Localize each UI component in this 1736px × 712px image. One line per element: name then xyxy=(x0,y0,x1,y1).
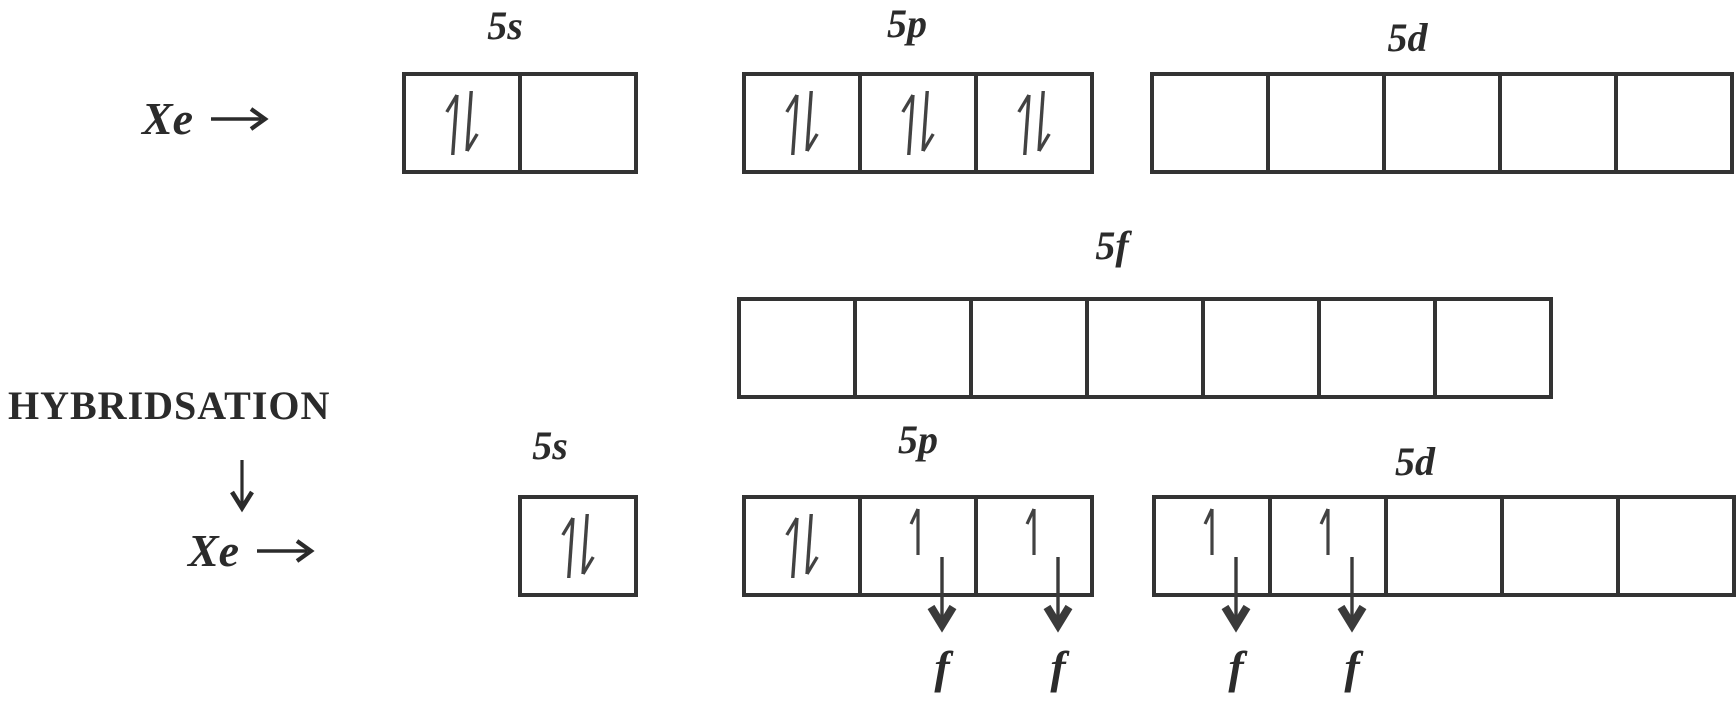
orbital-cell-empty xyxy=(1437,301,1549,395)
paired-electrons-icon xyxy=(785,91,819,155)
orbital-label-5p-top: 5p xyxy=(887,1,927,46)
orbital-cell-single-promote: f xyxy=(1272,499,1388,691)
single-electron-wrap xyxy=(907,505,929,562)
element-row-top: Xe xyxy=(142,96,273,142)
orbital-cell-single-promote: f xyxy=(1156,499,1272,691)
orbital-label-5s-top: 5s xyxy=(487,3,523,48)
orbital-cell-empty xyxy=(857,301,973,395)
right-arrow-icon xyxy=(257,539,315,563)
orbital-label-5s-bottom: 5s xyxy=(532,423,568,468)
orbital-cell-empty xyxy=(1388,499,1504,593)
element-row-bottom: Xe xyxy=(188,528,319,574)
orbital-label-5p-bottom: 5p xyxy=(898,417,938,462)
orbital-cell-empty xyxy=(1089,301,1205,395)
orbital-cell-empty xyxy=(1386,76,1502,170)
single-electron-icon xyxy=(1025,508,1036,555)
orbital-cell-empty xyxy=(522,76,634,170)
orbital-label-5f: 5f xyxy=(1095,223,1129,268)
paired-electrons-icon xyxy=(901,91,935,155)
single-electron-icon xyxy=(909,508,920,555)
paired-electrons-icon xyxy=(785,514,819,578)
promotion-target-label: f xyxy=(934,642,950,693)
promotion-target-label: f xyxy=(1228,642,1244,693)
single-electron-wrap xyxy=(1317,505,1339,562)
orbital-cell-paired xyxy=(746,76,862,170)
promotion-arrow-wrap xyxy=(1043,557,1073,650)
orbital-cell-empty xyxy=(1270,76,1386,170)
hybridisation-title: HYBRIDSATION xyxy=(8,383,331,428)
orbital-cell-single-promote: f xyxy=(862,499,978,691)
orbital-cell-empty xyxy=(1504,499,1620,593)
single-electron-icon xyxy=(1319,508,1330,555)
down-arrow-icon xyxy=(230,460,254,513)
orbital-cell-empty xyxy=(1205,301,1321,395)
orbital-cell-empty xyxy=(1620,499,1732,593)
single-electron-wrap xyxy=(1023,505,1045,562)
orbital-cell-empty xyxy=(1502,76,1618,170)
promotion-target-label: f xyxy=(1050,642,1066,693)
paired-electrons-icon xyxy=(1017,91,1051,155)
promotion-arrow-wrap xyxy=(1337,557,1367,650)
promotion-arrow-icon xyxy=(1043,557,1073,633)
element-symbol-top: Xe xyxy=(142,93,194,144)
orbital-cell-empty xyxy=(1618,76,1730,170)
orbital-label-5d-bottom: 5d xyxy=(1395,439,1435,484)
orbital-label-5d-top: 5d xyxy=(1387,15,1428,60)
orbital-cell-paired xyxy=(978,76,1090,170)
single-electron-icon xyxy=(1203,508,1214,555)
element-symbol-bottom: Xe xyxy=(188,525,240,576)
promotion-arrow-wrap xyxy=(1221,557,1251,650)
single-electron-wrap xyxy=(1201,505,1223,562)
orbital-cell-empty xyxy=(973,301,1089,395)
promotion-arrow-icon xyxy=(1337,557,1367,633)
paired-electrons-icon xyxy=(445,91,479,155)
orbital-cell-single-promote: f xyxy=(978,499,1090,691)
orbital-cell-paired xyxy=(522,499,634,593)
orbital-group-5p-top xyxy=(742,72,1094,174)
orbital-cell-empty xyxy=(1321,301,1437,395)
promotion-arrow-icon xyxy=(927,557,957,633)
orbital-group-5s-bottom xyxy=(518,495,638,597)
promotion-arrow-icon xyxy=(1221,557,1251,633)
orbital-cell-empty xyxy=(1154,76,1270,170)
orbital-group-5f xyxy=(737,297,1553,399)
promotion-arrow-wrap xyxy=(927,557,957,650)
orbital-cell-paired xyxy=(406,76,522,170)
orbital-group-5d-top xyxy=(1150,72,1734,174)
promotion-target-label: f xyxy=(1344,642,1360,693)
orbital-cell-paired xyxy=(746,499,862,593)
orbital-group-5s-top xyxy=(402,72,638,174)
orbital-cell-paired xyxy=(862,76,978,170)
right-arrow-icon xyxy=(211,107,269,131)
paired-electrons-icon xyxy=(561,514,595,578)
orbital-cell-empty xyxy=(741,301,857,395)
